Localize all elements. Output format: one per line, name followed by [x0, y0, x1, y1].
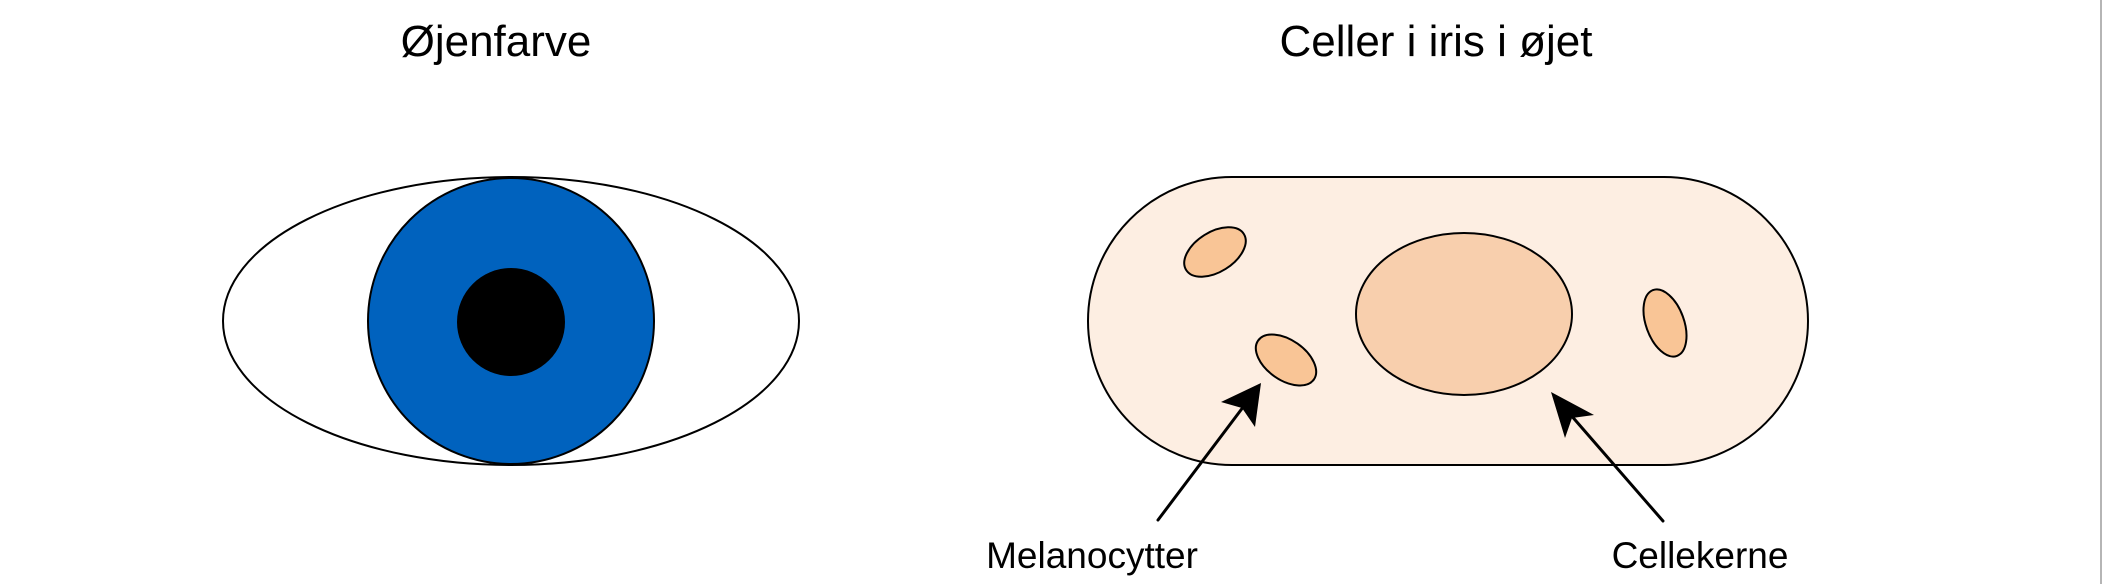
pupil	[457, 268, 565, 376]
iris-cell	[1087, 176, 1809, 466]
melanocytes-arrowhead	[1221, 383, 1261, 427]
melanocytes-arrow	[1156, 383, 1261, 522]
nucleus-arrowhead	[1551, 392, 1594, 438]
melanocyte	[1183, 226, 1247, 278]
iris-cell-panel: Celler i iris i øjet Melanocytter Cellek…	[986, 17, 1809, 576]
melanocyte	[1254, 333, 1318, 387]
iris-cells-title: Celler i iris i øjet	[1280, 17, 1593, 66]
nucleus-label: Cellekerne	[1612, 535, 1789, 576]
eye-icon	[222, 176, 800, 466]
eye-panel: Øjenfarve	[222, 17, 800, 466]
eye-color-title: Øjenfarve	[401, 17, 592, 66]
melanocytes-label: Melanocytter	[986, 535, 1198, 576]
melanocyte	[1642, 288, 1688, 358]
cell-nucleus	[1355, 232, 1573, 396]
nucleus-arrow	[1551, 392, 1665, 523]
page-edge	[2100, 0, 2102, 584]
